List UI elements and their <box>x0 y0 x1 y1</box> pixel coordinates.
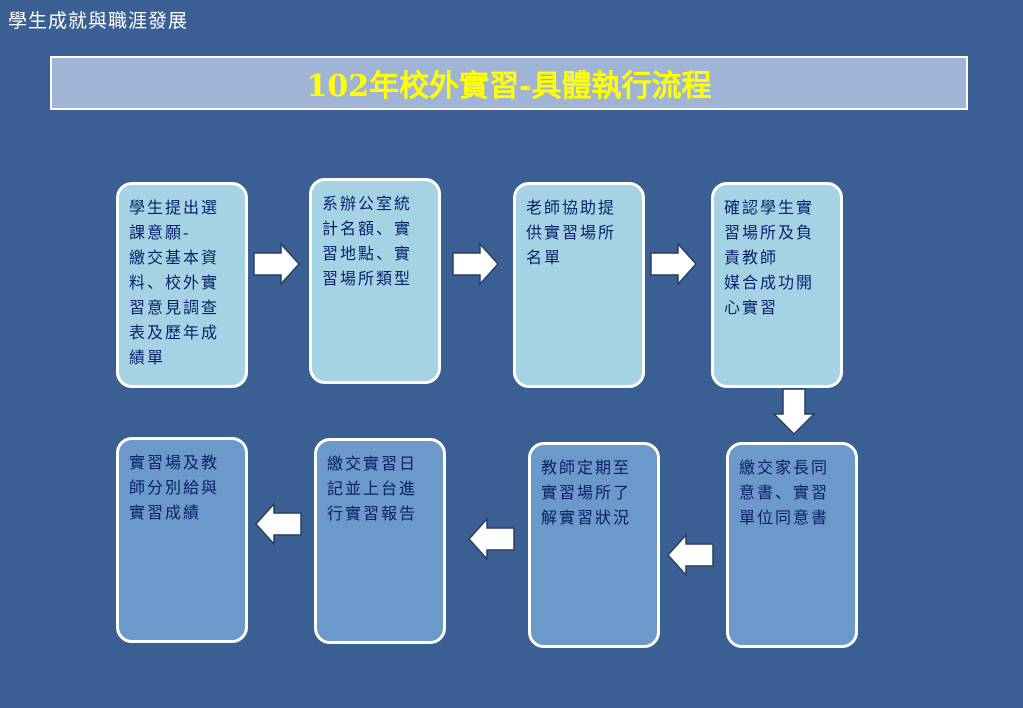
title-bar: 102年校外實習-具體執行流程 <box>50 56 968 110</box>
step-8-box: 實習場及教師分別給與實習成績 <box>116 437 248 643</box>
step-6-box: 教師定期至實習場所了解實習狀況 <box>528 442 660 648</box>
arrow-left-icon <box>467 517 515 561</box>
step-2-box: 系辦公室統計名額、實習地點、實習場所類型 <box>309 178 441 384</box>
step-1-box: 學生提出選課意願- 繳交基本資料、校外實習意見調查表及歷年成績單 <box>116 182 248 388</box>
arrow-right-icon <box>650 242 698 286</box>
header-label: 學生成就與職涯發展 <box>8 10 189 32</box>
arrow-right-icon <box>253 242 301 286</box>
arrow-left-icon <box>666 533 714 577</box>
arrow-left-icon <box>254 502 302 546</box>
arrow-down-icon <box>772 388 816 436</box>
arrow-right-icon <box>452 242 500 286</box>
step-4-box: 確認學生實習場所及負責教師 媒合成功開心實習 <box>711 182 843 388</box>
page-title: 102年校外實習-具體執行流程 <box>306 69 712 104</box>
step-5-box: 繳交家長同意書、實習單位同意書 <box>726 442 858 648</box>
step-7-box: 繳交實習日記並上台進行實習報告 <box>314 438 446 644</box>
step-3-box: 老師協助提供實習場所名單 <box>513 182 645 388</box>
